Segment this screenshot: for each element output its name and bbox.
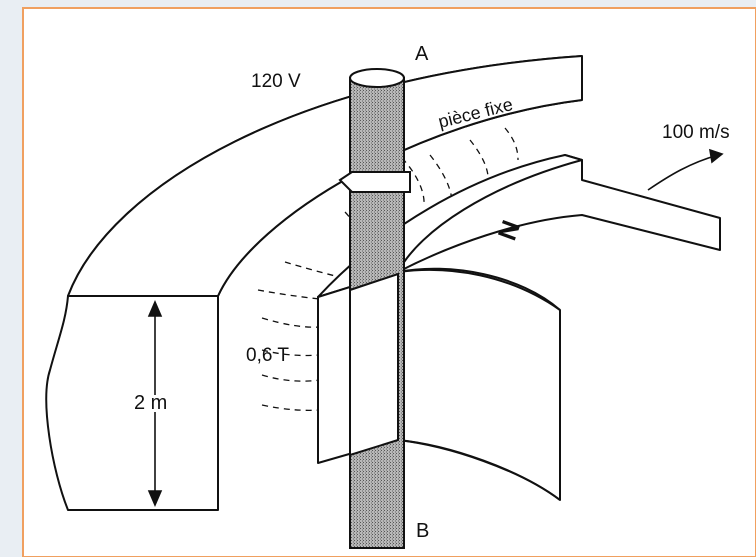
conductor-bar [349, 68, 405, 549]
speed-arrow [647, 148, 724, 191]
height-dimension [147, 299, 163, 508]
stator-block [45, 295, 219, 511]
rotor-lower-edge [397, 439, 561, 501]
terminal-a-label: A [415, 43, 429, 65]
rotor-mid-edge [397, 268, 561, 311]
terminal-b-label: B [416, 520, 429, 542]
contact-plate [338, 171, 411, 193]
height-label: 2 m [134, 392, 167, 414]
voltage-label: 120 V [251, 71, 301, 92]
speed-label: 100 m/s [662, 122, 730, 143]
stator-top-face [67, 55, 583, 297]
flux-density-label: 0,6 T [246, 345, 289, 366]
